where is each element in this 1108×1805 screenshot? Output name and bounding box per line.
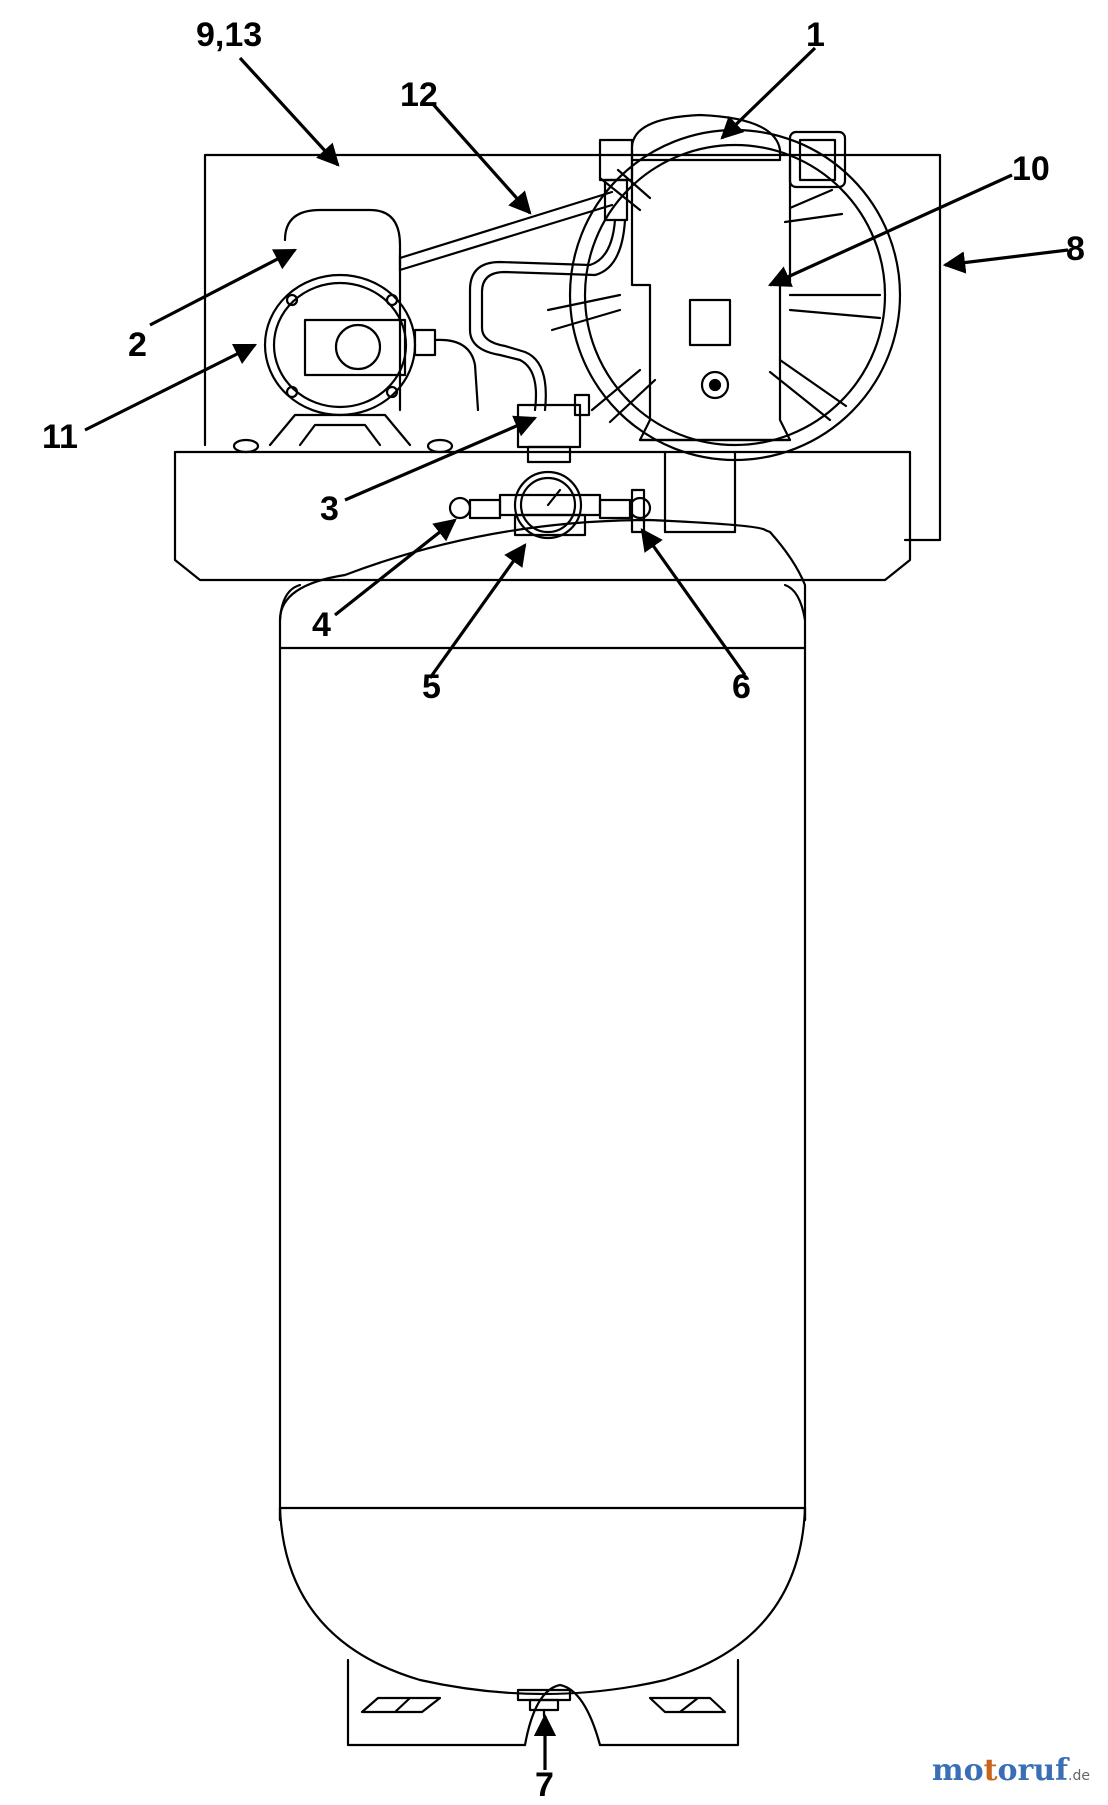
safety-valve bbox=[598, 488, 652, 534]
callout-label-1: 1 bbox=[806, 16, 825, 54]
motor-mount bbox=[232, 413, 454, 454]
motoruf-logo: motoruf.de bbox=[931, 1753, 1090, 1788]
leader-lines bbox=[84, 46, 1069, 1770]
tank-legs bbox=[346, 1658, 740, 1747]
callout-label-5: 5 bbox=[422, 668, 441, 706]
callout-label-11: 11 bbox=[42, 418, 78, 456]
intake-filter bbox=[788, 130, 847, 189]
air-tank bbox=[278, 518, 807, 1696]
callout-label-3: 3 bbox=[320, 490, 339, 528]
check-valve bbox=[448, 496, 502, 520]
callout-label-10: 10 bbox=[1012, 150, 1050, 188]
motor bbox=[263, 208, 480, 417]
callout-label-12: 12 bbox=[400, 76, 438, 114]
callout-label-6: 6 bbox=[732, 668, 751, 706]
callout-label-9-13: 9,13 bbox=[196, 16, 263, 54]
belt bbox=[398, 190, 614, 272]
mounting-platform bbox=[173, 450, 912, 582]
belt-guard-panel bbox=[203, 153, 942, 542]
pressure-gauge bbox=[513, 470, 583, 540]
callout-label-8: 8 bbox=[1066, 230, 1085, 268]
callout-label-4: 4 bbox=[312, 606, 331, 644]
callout-label-7: 7 bbox=[535, 1766, 554, 1804]
pump-cylinder bbox=[630, 113, 792, 442]
callout-label-2: 2 bbox=[128, 326, 147, 364]
discharge-tube bbox=[468, 218, 627, 412]
